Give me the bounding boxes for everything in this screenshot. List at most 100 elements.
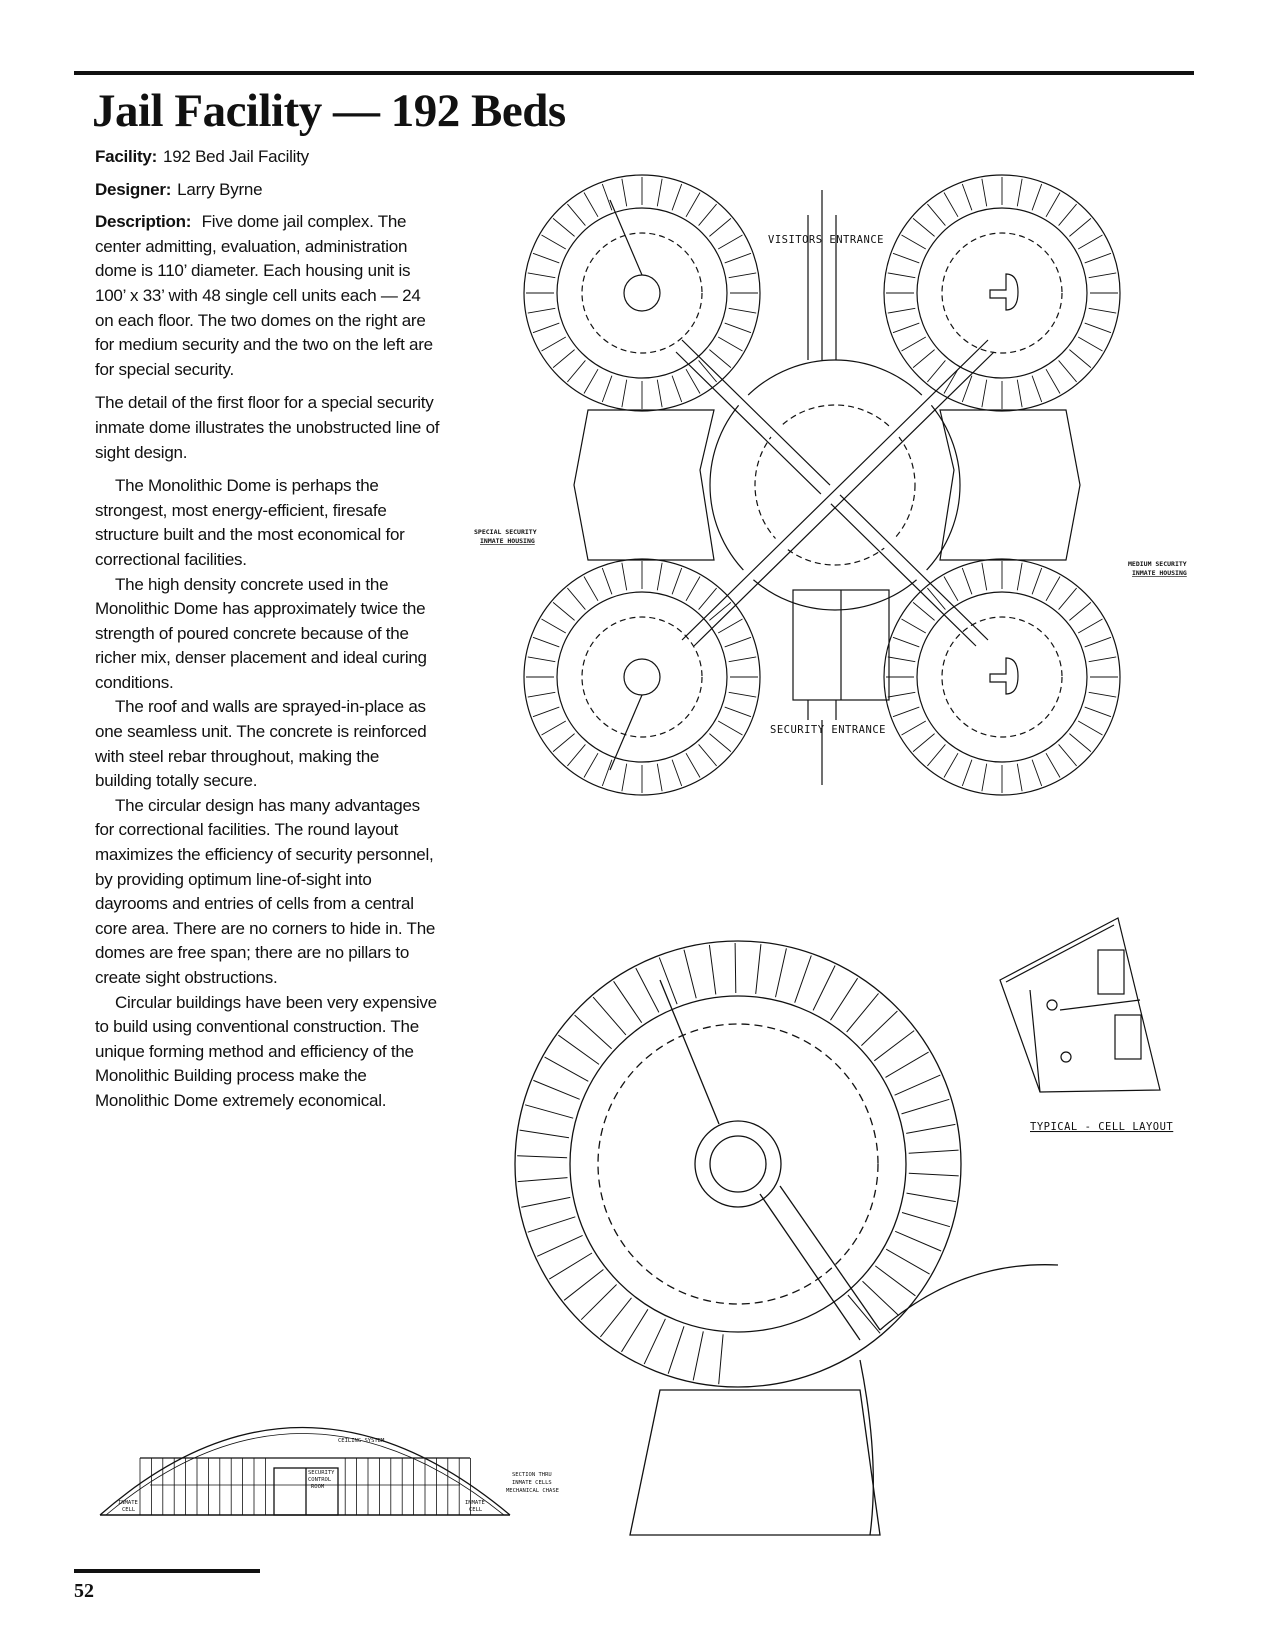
visitors-entrance-label: VISITORS ENTRANCE bbox=[768, 234, 884, 246]
cell-wall-line bbox=[519, 1129, 570, 1139]
cell-wall-line bbox=[656, 178, 663, 207]
cell-wall-line bbox=[541, 234, 567, 250]
medium-security-label-2: INMATE HOUSING bbox=[1132, 569, 1187, 577]
section-thru-label-3: MECHANICAL CHASE bbox=[506, 1488, 559, 1494]
cell-wall-line bbox=[728, 656, 757, 663]
cell-wall-line bbox=[1045, 368, 1061, 394]
cell-wall-line bbox=[1058, 360, 1077, 383]
cell-wall-line bbox=[724, 252, 752, 264]
cell-wall-line bbox=[812, 965, 836, 1011]
cell-wall-line bbox=[1016, 562, 1023, 591]
cell-wall-line bbox=[961, 567, 973, 595]
cell-wall-line bbox=[532, 322, 560, 334]
cell-wall-line bbox=[685, 192, 701, 218]
cell-wall-line bbox=[862, 1280, 900, 1316]
cell-wall-line bbox=[580, 1284, 617, 1321]
cell-wall-line bbox=[1069, 733, 1092, 752]
cell-wall-line bbox=[981, 763, 988, 792]
cell-wall-line bbox=[656, 379, 663, 408]
cell-wall-line bbox=[794, 955, 812, 1003]
security-room-label-2: CONTROL bbox=[308, 1477, 332, 1483]
inmate-cell-left-label-1: INMATE bbox=[118, 1500, 138, 1506]
cell-wall-line bbox=[1077, 720, 1103, 736]
cell-wall-line bbox=[961, 759, 973, 787]
body-paragraph-7: Circular buildings have been very expens… bbox=[95, 992, 437, 1110]
cell-wall-line bbox=[527, 272, 556, 279]
cell-wall-line bbox=[552, 733, 575, 752]
cell-wall-line bbox=[1088, 656, 1117, 663]
cell-wall-line bbox=[567, 203, 586, 226]
designer-line: Designer:Larry Byrne bbox=[95, 178, 440, 203]
cell-wall-line bbox=[600, 1297, 632, 1338]
cell-wall-line bbox=[961, 183, 973, 211]
cell-wall-line bbox=[892, 706, 920, 718]
cell-wall-line bbox=[734, 942, 737, 994]
cell-wall-line bbox=[901, 1212, 951, 1228]
cell-wall-line bbox=[943, 576, 959, 602]
cell-wall-line bbox=[698, 744, 717, 767]
cell-wall-line bbox=[1088, 272, 1117, 279]
cell-wall-line bbox=[718, 1334, 724, 1385]
cell-wall-line bbox=[1077, 234, 1103, 250]
cell-wall-line bbox=[671, 567, 683, 595]
description-label: Description: bbox=[95, 212, 192, 232]
cell-wall-line bbox=[912, 733, 935, 752]
body-paragraph-3: The Monolithic Dome is perhaps the stron… bbox=[95, 476, 405, 569]
cell-wall-line bbox=[912, 602, 935, 621]
cell-wall-line bbox=[717, 234, 743, 250]
cell-wall-line bbox=[775, 948, 787, 998]
cell-wall-line bbox=[717, 336, 743, 352]
cell-wall-line bbox=[709, 218, 732, 237]
cell-wall-line bbox=[981, 562, 988, 591]
cell-wall-line bbox=[1088, 307, 1117, 314]
housing-dome-bottom-right bbox=[883, 558, 1121, 796]
cell-wall-line bbox=[708, 944, 717, 995]
cell-wall-line bbox=[724, 636, 752, 648]
cell-wall-line bbox=[1084, 252, 1112, 264]
housing-dome-bottom-left bbox=[523, 558, 761, 796]
cell-wall-line bbox=[601, 183, 613, 211]
cell-wall-line bbox=[1016, 379, 1023, 408]
cell-wall-line bbox=[517, 1177, 568, 1183]
cell-wall-line bbox=[1058, 744, 1077, 767]
cell-wall-line bbox=[717, 720, 743, 736]
cell-wall-line bbox=[552, 602, 575, 621]
cell-wall-line bbox=[724, 706, 752, 718]
cell-wall-line bbox=[698, 587, 717, 610]
cell-wall-line bbox=[901, 618, 927, 634]
cell-wall-line bbox=[685, 576, 701, 602]
cell-wall-line bbox=[601, 567, 613, 595]
cell-wall-line bbox=[544, 1056, 589, 1082]
cell-wall-line bbox=[901, 234, 927, 250]
description-paragraph: Description: Five dome jail complex. The… bbox=[95, 210, 440, 382]
designer-label: Designer: bbox=[95, 179, 172, 199]
page-title: Jail Facility — 192 Beds bbox=[92, 85, 566, 137]
top-rule bbox=[74, 71, 1194, 75]
cell-wall-line bbox=[1031, 375, 1043, 403]
cell-wall-line bbox=[927, 203, 946, 226]
cell-wall-line bbox=[517, 1155, 568, 1159]
cell-wall-line bbox=[552, 218, 575, 237]
facility-value: 192 Bed Jail Facility bbox=[163, 147, 309, 166]
cell-wall-line bbox=[1031, 567, 1043, 595]
cell-wall-line bbox=[527, 307, 556, 314]
housing-dome-top-left bbox=[523, 174, 761, 412]
cell-wall-line bbox=[1088, 691, 1117, 698]
cell-wall-line bbox=[906, 1123, 956, 1134]
cell-wall-line bbox=[927, 587, 946, 610]
security-room-label-3: ROOM bbox=[311, 1484, 325, 1490]
cell-wall-line bbox=[541, 336, 567, 352]
cell-wall-line bbox=[1077, 618, 1103, 634]
special-security-label-2: INMATE HOUSING bbox=[480, 537, 535, 545]
cell-wall-line bbox=[875, 1265, 916, 1297]
inmate-cell-left-label-2: CELL bbox=[122, 1507, 136, 1513]
cell-wall-line bbox=[887, 691, 916, 698]
cell-wall-line bbox=[563, 1269, 604, 1301]
medium-security-label-1: MEDIUM SECURITY bbox=[1128, 560, 1187, 568]
cell-wall-line bbox=[567, 360, 586, 383]
facility-line: Facility:192 Bed Jail Facility bbox=[95, 145, 440, 170]
cell-wall-line bbox=[583, 192, 599, 218]
cell-wall-line bbox=[692, 1331, 704, 1381]
cell-wall-line bbox=[901, 336, 927, 352]
